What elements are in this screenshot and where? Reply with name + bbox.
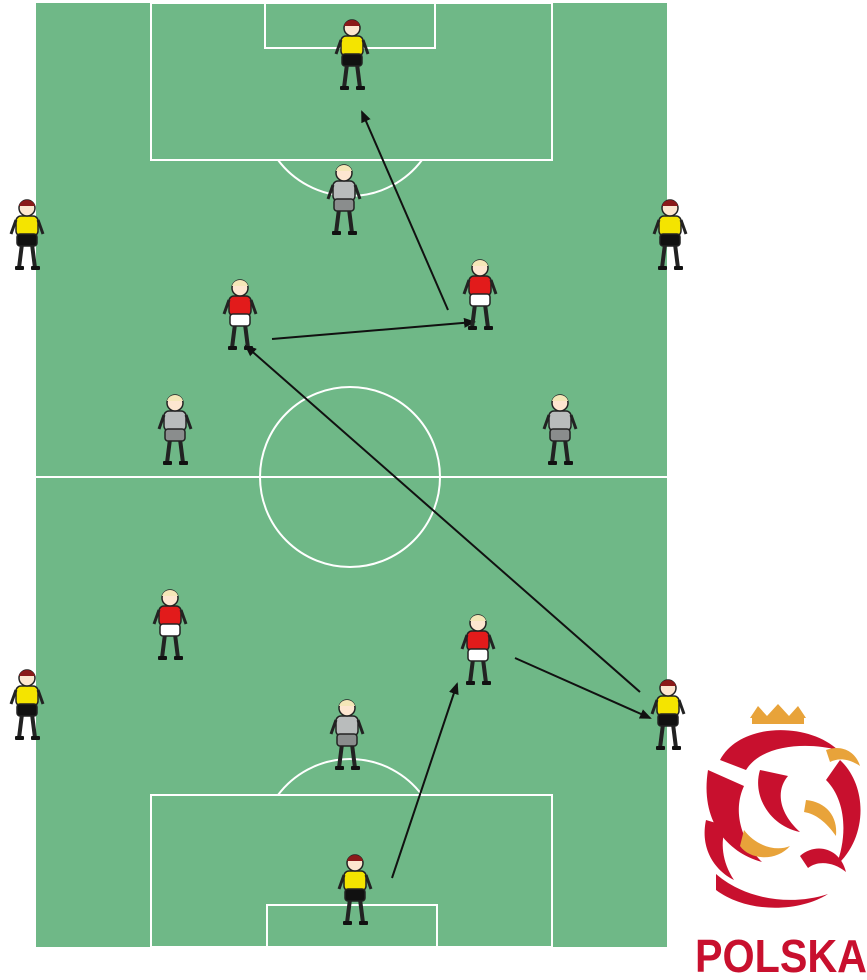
logo-text: POLSKA xyxy=(695,930,867,975)
pitch-grass xyxy=(36,3,667,947)
crown-icon xyxy=(750,704,806,724)
polska-logo: POLSKA xyxy=(695,704,867,975)
eagle-emblem-icon xyxy=(705,730,861,908)
